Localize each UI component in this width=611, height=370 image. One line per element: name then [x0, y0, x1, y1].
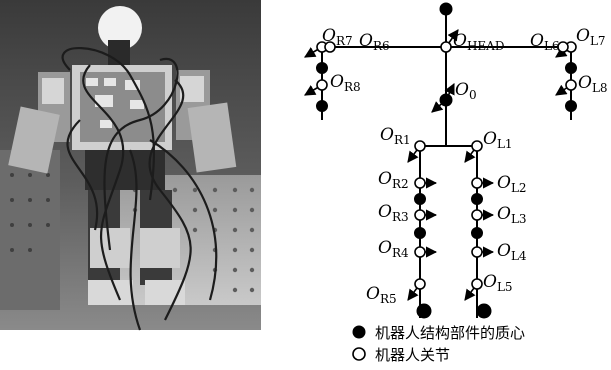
joint-r5 [415, 279, 425, 289]
label-head: OHEAD [453, 31, 504, 53]
label-l1: OL1 [483, 129, 513, 151]
label-l3: OL3 [497, 204, 527, 226]
label-r1: OR1 [380, 125, 411, 147]
joint-l8 [566, 80, 576, 90]
joint-r3 [415, 210, 425, 220]
joint-l5 [472, 279, 482, 289]
mass-point [477, 304, 491, 318]
legend-mass-marker [353, 326, 365, 338]
mass-point [415, 228, 426, 239]
kinematic-diagram: OHEAD O0 OR7 OR6 OR8 OL6 OL7 OL8 OR1 OL1… [305, 3, 608, 364]
joint-r2 [415, 178, 425, 188]
label-l2: OL2 [497, 173, 527, 195]
mass-point [417, 304, 431, 318]
label-r4: OR4 [378, 238, 409, 260]
mass-point [317, 63, 328, 74]
mass-point [472, 194, 483, 205]
mass-point [440, 3, 452, 15]
robot-photo [0, 0, 261, 330]
label-l6: OL6 [530, 31, 560, 53]
legend-joint-marker [353, 348, 365, 360]
joint-l4 [472, 247, 482, 257]
label-r3: OR3 [378, 202, 409, 224]
joint-axes [305, 30, 571, 300]
joint-head [441, 42, 451, 52]
mass-point [317, 101, 328, 112]
robot-right-foot [88, 280, 133, 305]
mass-point [566, 101, 577, 112]
label-r8: OR8 [330, 72, 361, 94]
joint-r8 [317, 80, 327, 90]
legend: 机器人结构部件的质心 机器人关节 [353, 324, 525, 364]
label-l7: OL7 [576, 26, 606, 48]
joint-l1 [472, 141, 482, 151]
legend-joint-label: 机器人关节 [375, 346, 450, 364]
label-r2: OR2 [378, 169, 409, 191]
mass-point [415, 194, 426, 205]
label-origin: O0 [455, 80, 477, 102]
joint-labels: OHEAD O0 OR7 OR6 OR8 OL6 OL7 OL8 OR1 OL1… [322, 26, 608, 306]
label-l5: OL5 [483, 272, 513, 294]
label-l8: OL8 [578, 73, 608, 95]
joint-l3 [472, 210, 482, 220]
label-r5: OR5 [366, 284, 397, 306]
mass-point [566, 63, 577, 74]
joint-l2 [472, 178, 482, 188]
label-l4: OL4 [497, 241, 527, 263]
label-r7: OR7 [322, 26, 353, 48]
joint-r1 [415, 141, 425, 151]
legend-mass-label: 机器人结构部件的质心 [375, 324, 525, 342]
mass-point [472, 228, 483, 239]
label-r6: OR6 [359, 31, 390, 53]
joint-r4 [415, 247, 425, 257]
skeleton-links [322, 8, 571, 318]
